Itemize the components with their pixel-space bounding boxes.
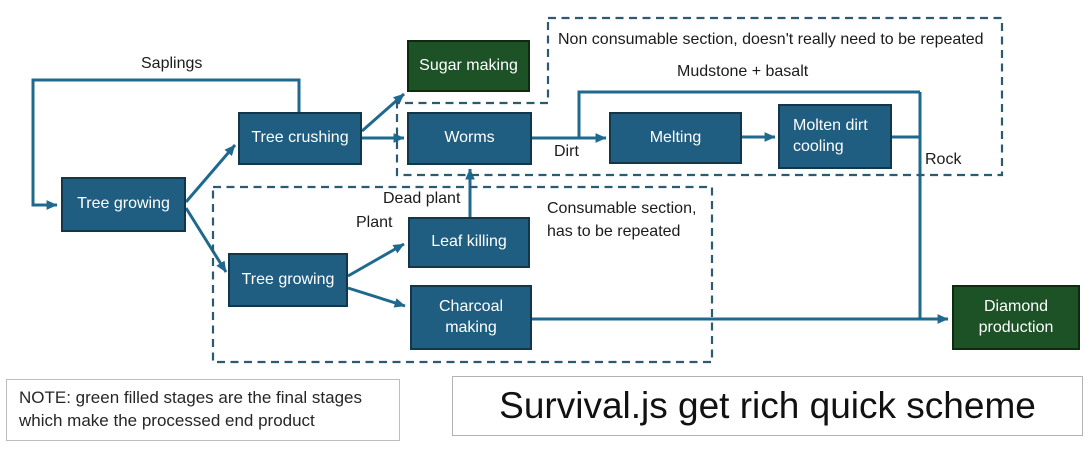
edge-label-rock: Rock [925, 151, 962, 168]
node-worms: Worms [407, 112, 532, 165]
node-tree-crushing: Tree crushing [238, 112, 362, 165]
node-leaf-killing: Leaf killing [408, 217, 530, 268]
node-molten-dirt-cooling: Molten dirt cooling [778, 104, 892, 169]
note-line-1: NOTE: green filled stages are the final … [19, 388, 363, 407]
note-box: NOTE: green filled stages are the final … [6, 379, 400, 441]
section-label-non-consumable: Non consumable section, doesn't really n… [558, 31, 984, 48]
edge-label-dirt: Dirt [554, 143, 579, 160]
edge-label-plant: Plant [356, 214, 393, 231]
edge-treegrowing1-treecrushing [184, 144, 237, 203]
note-line-2: which make the processed end product [19, 410, 315, 430]
edge-label-mudstone-basalt: Mudstone + basalt [677, 63, 809, 80]
node-melting: Melting [609, 112, 742, 164]
edge-treegrowing2-charcoal [347, 286, 406, 308]
section-outline-non-consumable [395, 16, 1004, 177]
diagram-title: Survival.js get rich quick scheme [452, 376, 1083, 436]
node-tree-growing-2: Tree growing [228, 253, 348, 307]
edge-treecrushing-sugarmaking [361, 92, 405, 133]
node-tree-growing-1: Tree growing [61, 177, 186, 232]
edge-label-saplings: Saplings [141, 55, 203, 72]
section-outline-consumable [211, 185, 714, 364]
edge-treegrowing2-leafkilling [347, 242, 405, 278]
edge-treegrowing1-treegrowing2 [184, 207, 228, 273]
edge-label-dead-plant: Dead plant [383, 190, 461, 207]
node-sugar-making: Sugar making [407, 40, 530, 92]
edge-mudstone-feedback [577, 90, 920, 137]
node-diamond-production: Diamond production [952, 285, 1080, 350]
node-charcoal-making: Charcoal making [410, 285, 532, 350]
section-label-consumable: Consumable section, has to be repeated [547, 200, 697, 241]
edge-saplings-loop [31, 78, 301, 210]
